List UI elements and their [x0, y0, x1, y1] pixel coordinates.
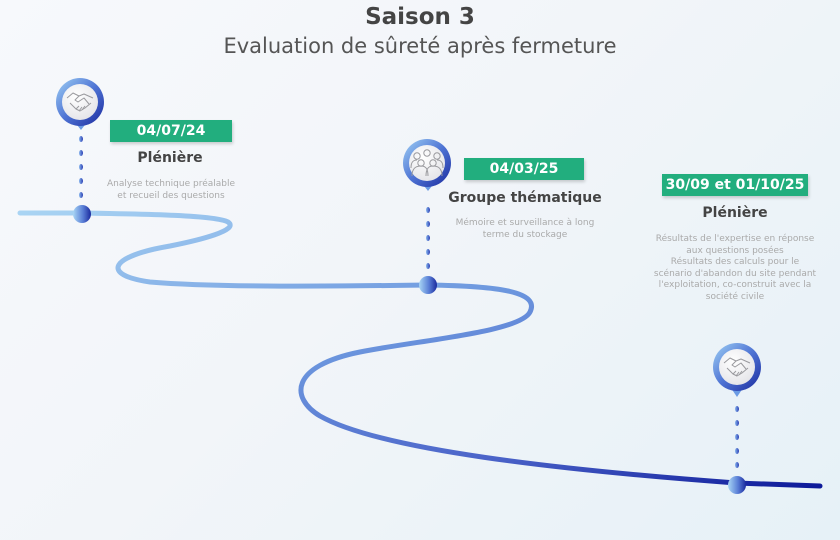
- milestone-ball-2[interactable]: [419, 276, 437, 294]
- milestone-ball-1[interactable]: [73, 205, 91, 223]
- desc-line: Mémoire et surveillance à long: [455, 218, 595, 228]
- event-2-description: Mémoire et surveillance à long terme du …: [440, 218, 610, 241]
- event-2-title: Groupe thématique: [448, 190, 602, 206]
- desc-line: société civile: [705, 291, 765, 302]
- group-people-icon: [410, 149, 444, 177]
- pin-marker-3[interactable]: [713, 343, 761, 397]
- event-2-date-badge: 04/03/25: [464, 158, 584, 180]
- desc-line: scénario d'abandon du site pendant: [653, 268, 817, 279]
- pin-marker-2[interactable]: [403, 139, 451, 191]
- connector-dots-3: [735, 406, 739, 468]
- event-1-date-badge: 04/07/24: [110, 120, 232, 142]
- page-subtitle: Evaluation de sûreté après fermeture: [223, 34, 617, 58]
- desc-line: aux questions posées: [686, 245, 784, 256]
- pin-marker-1[interactable]: [56, 78, 104, 130]
- event-3-title: Plénière: [702, 205, 768, 221]
- desc-line: Analyse technique préalable: [106, 179, 236, 189]
- handshake-icon: [66, 92, 94, 112]
- desc-line: Résultats des calculs pour le: [670, 257, 800, 267]
- event-1-description: Analyse technique préalable et recueil d…: [80, 179, 262, 202]
- desc-line: terme du stockage: [482, 229, 568, 240]
- connector-dots-2: [426, 207, 430, 269]
- desc-line: et recueil des questions: [117, 190, 225, 201]
- event-3-description: Résultats de l'expertise en réponse aux …: [640, 234, 830, 303]
- handshake-icon: [723, 357, 751, 377]
- page-title: Saison 3: [365, 4, 475, 30]
- desc-line: Résultats de l'expertise en réponse: [655, 234, 815, 244]
- event-3-date-badge: 30/09 et 01/10/25: [662, 174, 808, 196]
- desc-line: l'exploitation, co-construit avec la: [658, 280, 812, 290]
- milestone-ball-3[interactable]: [728, 476, 746, 494]
- event-1-title: Plénière: [137, 150, 203, 166]
- connector-dots-1: [79, 136, 83, 198]
